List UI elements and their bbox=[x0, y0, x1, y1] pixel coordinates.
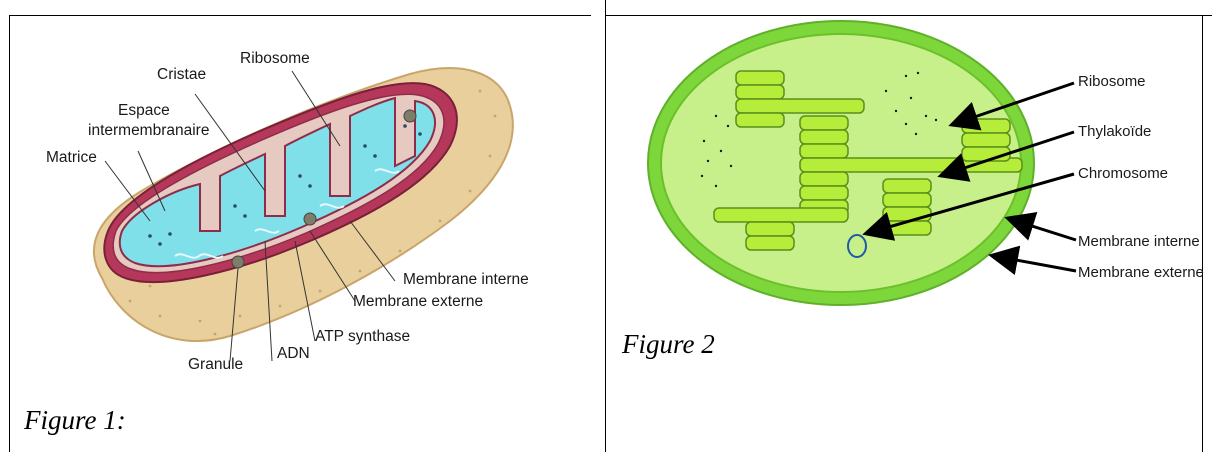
label-adn: ADN bbox=[277, 345, 310, 362]
label-ribosome-1: Ribosome bbox=[240, 50, 310, 67]
figure1-caption: Figure 1: bbox=[24, 405, 126, 436]
figure2-panel: Ribosome Thylakoïde Chromosome Membrane … bbox=[606, 16, 1202, 452]
label-membrane-interne-2: Membrane interne bbox=[1078, 233, 1200, 250]
label-espace-line2: intermembranaire bbox=[88, 122, 209, 139]
figure2-caption: Figure 2 bbox=[622, 329, 715, 360]
label-espace-line1: Espace bbox=[118, 102, 170, 119]
table-right-border bbox=[1202, 15, 1203, 452]
label-atp-synthase: ATP synthase bbox=[315, 328, 410, 345]
label-ribosome-2: Ribosome bbox=[1078, 73, 1146, 90]
label-membrane-externe-2: Membrane externe bbox=[1078, 264, 1204, 281]
label-membrane-externe-1: Membrane externe bbox=[353, 293, 483, 310]
label-chromosome: Chromosome bbox=[1078, 165, 1168, 182]
arrow-membrane-interne bbox=[1010, 219, 1076, 240]
arrow-membrane-externe bbox=[994, 256, 1076, 271]
chloroplast-diagram: Ribosome Thylakoïde Chromosome Membrane … bbox=[606, 16, 1202, 452]
label-granule: Granule bbox=[188, 356, 243, 373]
label-membrane-interne-1: Membrane interne bbox=[403, 271, 529, 288]
figure1-panel: Ribosome Cristae Espace intermembranaire… bbox=[10, 16, 605, 452]
label-thylakoide: Thylakoïde bbox=[1078, 123, 1151, 140]
label-cristae: Cristae bbox=[157, 66, 206, 83]
mitochondrion-diagram: Ribosome Cristae Espace intermembranaire… bbox=[10, 16, 605, 452]
label-matrice: Matrice bbox=[46, 149, 97, 166]
